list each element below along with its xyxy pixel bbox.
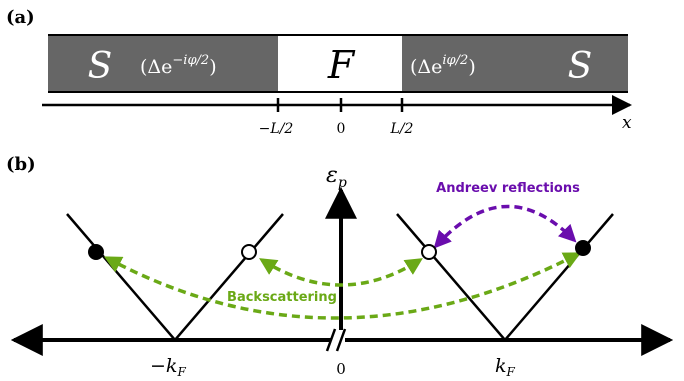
andreev-reflection-arrow [433, 204, 577, 249]
right-superconductor-region [402, 35, 628, 92]
right-dispersion-v [396, 213, 614, 342]
axis-break-mark-right [335, 328, 347, 352]
energy-axis-label: εp [326, 163, 347, 191]
left-gap-label: (Δe−iφ/2) [140, 53, 217, 78]
x-axis-label: x [622, 113, 632, 133]
backscatter-label: Backscattering [227, 290, 337, 305]
tick-label-kf: kF [495, 355, 516, 379]
left-dispersion-v [66, 213, 284, 342]
ferromagnet-region [278, 35, 402, 92]
tick-label-minus-kf: −kF [150, 355, 186, 379]
andreev-label: Andreev reflections [436, 181, 580, 196]
right-gap-label: (Δeiφ/2) [410, 53, 476, 78]
left-s-letter: S [88, 46, 113, 87]
tick-label-zero-b: 0 [336, 360, 346, 378]
right-s-letter: S [568, 46, 593, 87]
left-superconductor-region [48, 35, 278, 92]
open-state-right [421, 244, 437, 260]
tick-label-l2: L/2 [390, 121, 414, 137]
open-state-left [241, 244, 257, 260]
f-letter: F [327, 43, 356, 87]
panel-a-label: (a) [6, 7, 35, 28]
filled-state-left [88, 244, 104, 260]
panel-b-label: (b) [6, 154, 36, 175]
tick-label-zero: 0 [337, 121, 346, 137]
backscatter-outer-arrow [103, 252, 582, 320]
filled-state-right [575, 240, 591, 256]
junction-bar [48, 34, 628, 93]
tick-label-minus-l2: −L/2 [259, 121, 294, 137]
axis-break-mark-left [325, 328, 337, 352]
